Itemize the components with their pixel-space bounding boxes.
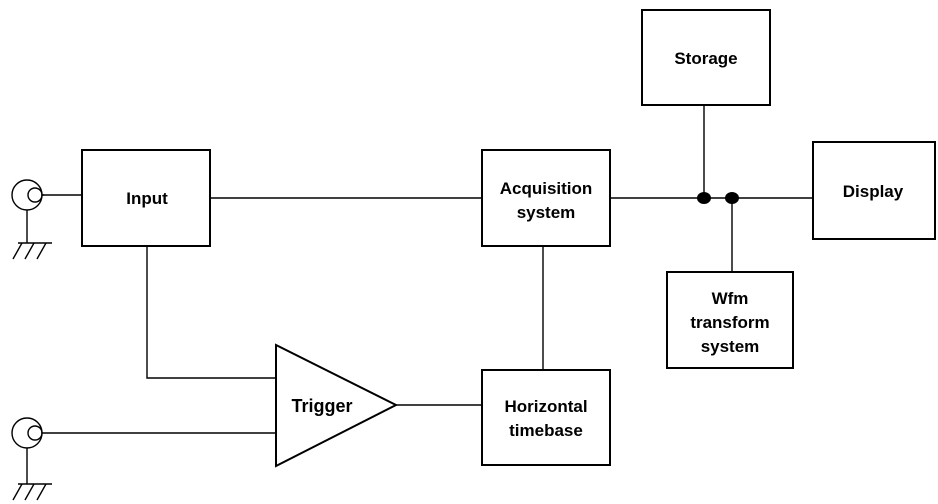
- trigger-amplifier: Trigger: [275, 343, 399, 468]
- ground-icon: [12, 210, 52, 260]
- horizontal-label-line2: timebase: [509, 421, 583, 440]
- storage-label: Storage: [674, 49, 737, 68]
- wfm-label-line3: system: [701, 337, 760, 356]
- trigger-label: Trigger: [291, 396, 352, 416]
- input-block: Input: [81, 149, 211, 247]
- acquisition-system-block: Acquisition system: [481, 149, 611, 247]
- horizontal-timebase-block: Horizontal timebase: [481, 369, 611, 466]
- storage-junction-dot: [697, 192, 711, 204]
- wfm-junction-dot: [725, 192, 739, 204]
- wfm-transform-block: Wfm transform system: [666, 271, 794, 369]
- wfm-label-line2: transform: [690, 313, 769, 332]
- ext-ground-icon: [12, 448, 52, 501]
- wires: [42, 105, 813, 434]
- storage-block: Storage: [641, 9, 771, 106]
- display-block: Display: [812, 141, 936, 240]
- ext-bnc-connector-icon: [11, 417, 43, 449]
- input-to-trigger-wire: [146, 246, 276, 379]
- wfm-label-line1: Wfm: [712, 289, 749, 308]
- bnc-connector-icon: [11, 179, 44, 211]
- horizontal-label-line1: Horizontal: [504, 397, 587, 416]
- display-label: Display: [843, 182, 904, 201]
- acquisition-label-line1: Acquisition: [500, 179, 593, 198]
- input-label: Input: [126, 189, 168, 208]
- acquisition-label-line2: system: [517, 203, 576, 222]
